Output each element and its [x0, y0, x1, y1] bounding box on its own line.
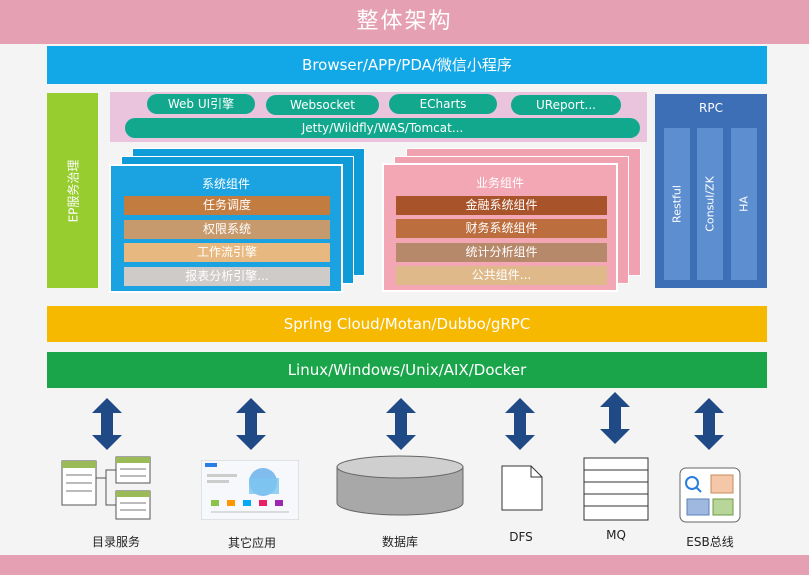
ep-governance-label: EP服务治理: [66, 159, 80, 222]
label-other-apps: 其它应用: [227, 536, 276, 550]
business-components-title: 业务组件: [475, 176, 524, 190]
message-queue-icon: [583, 457, 649, 521]
rpc-col-restful-label: Restful: [670, 185, 684, 223]
footer-bar: [0, 555, 809, 575]
business-row-statistics: 统计分析组件: [396, 243, 607, 262]
system-row-scheduler: 任务调度: [124, 196, 330, 215]
esb-bus-icon: [679, 467, 741, 523]
double-arrow-icon: [92, 398, 122, 450]
system-row-report: 报表分析引擎...: [124, 267, 330, 286]
ep-governance-block: EP服务治理: [47, 93, 98, 288]
rpc-col-consul-label: Consul/ZK: [703, 176, 717, 232]
pill-echarts: ECharts: [389, 94, 497, 114]
rpc-col-consul: Consul/ZK: [697, 128, 723, 280]
label-esb: ESB总线: [686, 535, 734, 549]
label-dfs: DFS: [509, 530, 533, 544]
system-row-permission: 权限系统: [124, 220, 330, 239]
double-arrow-icon: [386, 398, 416, 450]
double-arrow-icon: [505, 398, 535, 450]
business-row-accounting: 财务系统组件: [396, 219, 607, 238]
pill-web-ui-engine: Web UI引擎: [147, 94, 255, 114]
pill-ureport: UReport...: [511, 95, 621, 115]
double-arrow-icon: [694, 398, 724, 450]
pill-app-server: Jetty/Wildfly/WAS/Tomcat...: [125, 118, 640, 138]
other-apps-icon: [201, 460, 299, 520]
business-row-common: 公共组件...: [396, 266, 607, 285]
pill-websocket: Websocket: [266, 95, 379, 115]
rpc-col-ha: HA: [731, 128, 757, 280]
os-layer: Linux/Windows/Unix/AIX/Docker: [47, 352, 767, 388]
rpc-title: RPC: [699, 101, 723, 115]
file-icon: [501, 465, 543, 511]
label-database: 数据库: [381, 535, 418, 549]
rpc-framework-layer: Spring Cloud/Motan/Dubbo/gRPC: [47, 306, 767, 342]
label-mq: MQ: [606, 528, 626, 542]
directory-service-icon: [61, 456, 151, 520]
label-directory-service: 目录服务: [91, 535, 140, 549]
rpc-col-restful: Restful: [664, 128, 690, 280]
system-components-title: 系统组件: [201, 177, 250, 191]
double-arrow-icon: [236, 398, 266, 450]
database-icon: [336, 455, 464, 516]
client-layer: Browser/APP/PDA/微信小程序: [47, 46, 767, 84]
page-title: 整体架构: [0, 0, 809, 44]
business-row-finance: 金融系统组件: [396, 196, 607, 215]
system-row-workflow: 工作流引擎: [124, 243, 330, 262]
double-arrow-icon: [600, 392, 630, 444]
rpc-col-ha-label: HA: [737, 196, 751, 212]
